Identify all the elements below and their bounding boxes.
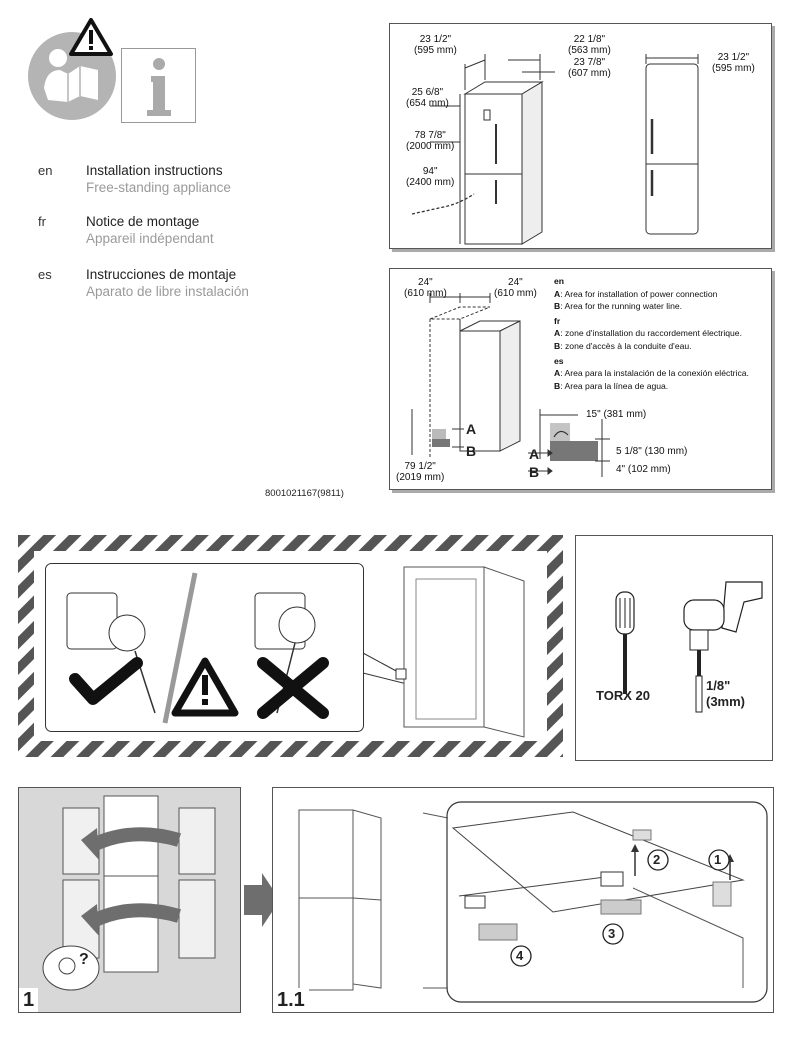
detail-label-b: B bbox=[529, 464, 540, 480]
detail-label-a: A bbox=[529, 446, 540, 462]
callout-3: 3 bbox=[608, 926, 616, 941]
drill-bit-label-1: 1/8" bbox=[706, 678, 731, 693]
plug-drawing bbox=[45, 563, 412, 732]
header-icons bbox=[28, 18, 203, 123]
dim-width: 23 1/2" (595 mm) bbox=[414, 34, 457, 56]
legend-es-head: es bbox=[554, 355, 564, 366]
screwdriver-label: TORX 20 bbox=[596, 688, 650, 703]
label-a: A bbox=[466, 421, 477, 437]
language-title: Installation instructions bbox=[86, 163, 223, 178]
screwdriver-icon bbox=[615, 591, 635, 694]
legend-fr-b: B: zone d'accès à la conduite d'eau. bbox=[554, 340, 692, 351]
drill-bit-label-2: (3mm) bbox=[706, 694, 746, 709]
legend-en-b: B: Area for the running water line. bbox=[554, 301, 683, 312]
legend-es-b: B: Area para la línea de agua. bbox=[554, 380, 669, 391]
dim-height: 78 7/8" (2000 mm) bbox=[406, 130, 455, 152]
dim-depth-b: 23 7/8" (607 mm) bbox=[568, 57, 611, 79]
legend-en-a: A: Area for installation of power connec… bbox=[554, 288, 718, 299]
label-b: B bbox=[466, 443, 477, 459]
legend: en A: Area for installation of power con… bbox=[554, 273, 749, 392]
step-arrow-icon bbox=[244, 873, 280, 927]
step-number-1-1: 1.1 bbox=[273, 988, 309, 1012]
clearance-panel: 24" (610 mm) 24" (610 mm) 79 1/2" (2019 … bbox=[389, 268, 772, 490]
dim-depth-c: 25 6/8" (654 mm) bbox=[406, 87, 449, 109]
open-fridge-drawing bbox=[395, 566, 525, 738]
info-icon bbox=[121, 48, 196, 123]
language-code: es bbox=[38, 267, 52, 282]
document-number: 8001021167(9811) bbox=[265, 488, 344, 499]
language-title: Instrucciones de montaje bbox=[86, 267, 237, 282]
callout-1: 1 bbox=[714, 852, 722, 867]
dim-side-width: 23 1/2" (595 mm) bbox=[712, 52, 755, 74]
language-title: Notice de montage bbox=[86, 214, 200, 229]
language-subtitle: Free-standing appliance bbox=[86, 180, 231, 195]
language-subtitle: Appareil indépendant bbox=[86, 231, 214, 246]
door-reversal-drawing: ? bbox=[42, 795, 216, 991]
dimensions-panel: 23 1/2" (595 mm) 22 1/8" (563 mm) 23 7/8… bbox=[389, 23, 772, 249]
dim-height: 79 1/2" (2019 mm) bbox=[396, 461, 445, 483]
language-subtitle: Aparato de libre instalación bbox=[86, 284, 249, 299]
legend-es-a: A: Area para la instalación de la conexi… bbox=[554, 368, 749, 379]
dim-detail-width: 15" (381 mm) bbox=[586, 409, 647, 420]
callout-4: 4 bbox=[516, 948, 524, 963]
callout-2: 2 bbox=[653, 852, 661, 867]
dim-depth-a: 22 1/8" (563 mm) bbox=[568, 34, 611, 56]
dim-detail-h2: 4" (102 mm) bbox=[616, 464, 671, 475]
tools-panel: TORX 20 1/8" (3mm) bbox=[575, 535, 773, 761]
language-code: en bbox=[38, 163, 53, 178]
legend-en-head: en bbox=[554, 276, 565, 286]
dim-left-width: 24" (610 mm) bbox=[404, 277, 447, 299]
top-cover-removal-drawing bbox=[298, 801, 768, 1003]
language-code: fr bbox=[38, 214, 46, 229]
step-1-1-panel: 1 2 3 4 1.1 bbox=[272, 787, 774, 1013]
dim-right-width: 24" (610 mm) bbox=[494, 277, 537, 299]
step-1-panel: ? 1 bbox=[18, 787, 241, 1013]
electrical-warning-panel bbox=[18, 535, 563, 757]
dim-detail-h1: 5 1/8" (130 mm) bbox=[616, 446, 688, 457]
fridge-dimension-drawing bbox=[411, 54, 699, 245]
dim-cord: 94" (2400 mm) bbox=[406, 166, 455, 188]
power-drill-icon bbox=[683, 581, 763, 713]
legend-fr-a: A: zone d'installation du raccordement é… bbox=[554, 328, 742, 339]
clearance-drawing bbox=[411, 293, 610, 477]
warning-triangle-icon bbox=[69, 18, 113, 56]
legend-fr-head: fr bbox=[554, 315, 561, 326]
step-number-1: 1 bbox=[19, 988, 39, 1012]
svg-text:?: ? bbox=[79, 951, 89, 968]
